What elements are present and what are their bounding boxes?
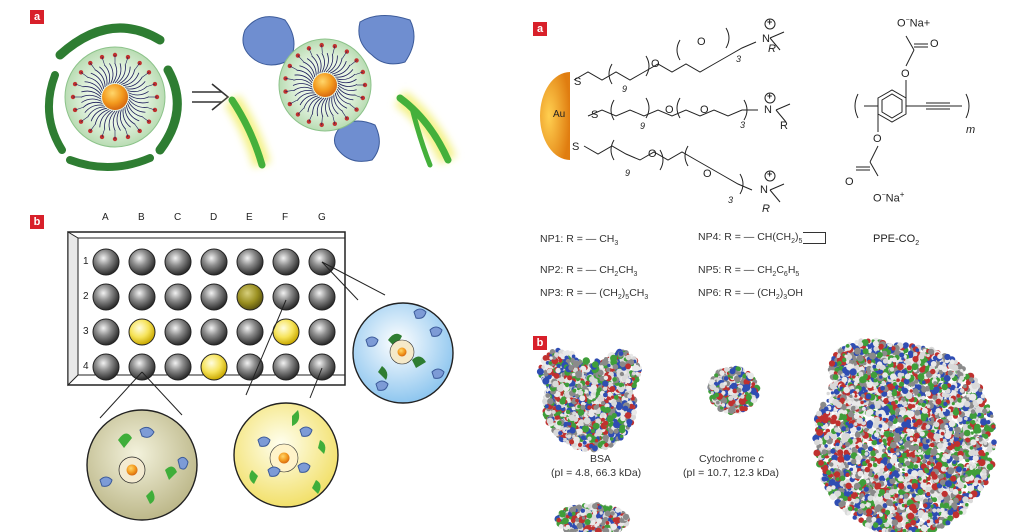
plate-row-3: 3 — [83, 326, 89, 337]
well-C4 — [164, 353, 192, 381]
subscript-9-2: 9 — [640, 121, 646, 131]
nanoparticle-protein-complex — [224, 15, 457, 169]
oxygen-label-3: O — [648, 148, 657, 160]
repeat-unit-m: m — [966, 124, 976, 136]
polymer-bottom-carbonyl-o: O — [845, 176, 854, 188]
plus-sign-2: + — [767, 91, 773, 101]
well-B4 — [128, 353, 156, 381]
r-label-3: R — [762, 203, 770, 215]
plate-row-4: 4 — [83, 361, 89, 372]
oxygen-label-6: O — [703, 168, 712, 180]
large-protein-structure — [812, 337, 997, 532]
plate-column-C: C — [174, 212, 182, 223]
well-G4 — [308, 353, 336, 381]
well-D4 — [200, 353, 228, 381]
nitrogen-label-2: N — [764, 104, 772, 116]
panel-label-right-b: b — [533, 336, 547, 350]
polymer-top-carbonyl-o: O — [930, 38, 939, 50]
reaction-arrow — [192, 83, 230, 111]
protein-structure-bottom — [554, 502, 631, 532]
well-F2 — [272, 283, 300, 311]
nitrogen-label-1: N — [762, 33, 770, 45]
np3-definition: NP3: R = — (CH2)5CH3 — [540, 287, 649, 302]
cytochrome-c-structure — [707, 365, 761, 415]
well-D1 — [200, 248, 228, 276]
plate-column-E: E — [246, 212, 253, 223]
cytochrome-name: Cytochrome c — [699, 453, 764, 465]
plate-row-1: 1 — [83, 256, 89, 267]
nanoparticle-polymer-complex — [44, 23, 182, 171]
sulfur-label-2: S — [591, 109, 599, 121]
well-C2 — [164, 283, 192, 311]
plus-sign-3: + — [767, 169, 773, 179]
polymer-ring-o-bottom: O — [873, 133, 882, 145]
zoom-bubble-yellow — [233, 402, 339, 508]
well-E1 — [236, 248, 264, 276]
well-E3 — [236, 318, 264, 346]
well-plate — [67, 231, 346, 387]
panel-label-left-b: b — [30, 215, 44, 229]
plate-column-G: G — [318, 212, 326, 223]
np6-definition: NP6: R = — (CH2)3OH — [698, 287, 803, 302]
well-A2 — [92, 283, 120, 311]
well-E2 — [236, 283, 264, 311]
au-label: Au — [553, 109, 566, 120]
oxygen-label-2: O — [665, 104, 674, 116]
plate-column-B: B — [138, 212, 145, 223]
np4-definition: NP4: R = — CH(CH2)5 — [698, 231, 827, 245]
well-E4 — [236, 353, 264, 381]
r-label-2: R — [780, 120, 788, 132]
well-F1 — [272, 248, 300, 276]
ligand-chains — [573, 18, 970, 203]
sulfur-label-1: S — [574, 76, 582, 88]
polymer-ring-o-top: O — [901, 68, 910, 80]
well-D3 — [200, 318, 228, 346]
panel-label-right-a: a — [533, 22, 547, 36]
subscript-9-1: 9 — [622, 84, 628, 94]
cytochrome-info: (pI = 10.7, 12.3 kDa) — [683, 467, 780, 479]
well-C3 — [164, 318, 192, 346]
subscript-9-3: 9 — [625, 168, 631, 178]
well-C1 — [164, 248, 192, 276]
subscript-3-1: 3 — [736, 54, 742, 64]
well-G2 — [308, 283, 336, 311]
r-label-1: R — [768, 43, 776, 55]
well-A4 — [92, 353, 120, 381]
zoom-bubble-blue — [352, 302, 454, 404]
polymer-bottom-o: O−Na+ — [873, 190, 905, 205]
gold-core — [540, 72, 570, 160]
subscript-3-2: 3 — [740, 120, 746, 130]
zoom-lines — [99, 261, 386, 419]
nitrogen-label-3: N — [760, 184, 768, 196]
subscript-3-3: 3 — [728, 195, 734, 205]
np5-definition: NP5: R = — CH2C6H5 — [698, 264, 800, 279]
well-B1 — [128, 248, 156, 276]
np1-definition: NP1: R = — CH3 — [540, 233, 619, 248]
plus-sign-1: + — [767, 17, 773, 27]
well-A1 — [92, 248, 120, 276]
bsa-structure — [536, 347, 642, 453]
np2-definition: NP2: R = — CH2CH3 — [540, 264, 638, 279]
sulfur-label-3: S — [572, 141, 580, 153]
polymer-name: PPE-CO2 — [873, 233, 920, 248]
well-G3 — [308, 318, 336, 346]
oxygen-label-4: O — [697, 36, 706, 48]
panel-label-left-a: a — [30, 10, 44, 24]
well-F4 — [272, 353, 300, 381]
zoom-bubble-olive — [86, 409, 198, 521]
oxygen-label-1: O — [651, 58, 660, 70]
oxygen-label-5: O — [700, 104, 709, 116]
well-B2 — [128, 283, 156, 311]
polymer-top-o: O−Na+ — [897, 17, 931, 30]
bsa-info: (pI = 4.8, 66.3 kDa) — [551, 467, 642, 479]
plate-row-2: 2 — [83, 291, 89, 302]
well-B3 — [128, 318, 156, 346]
plate-column-D: D — [210, 212, 218, 223]
plate-column-F: F — [282, 212, 289, 223]
well-A3 — [92, 318, 120, 346]
plate-column-A: A — [102, 212, 109, 223]
bsa-name: BSA — [590, 453, 612, 465]
well-D2 — [200, 283, 228, 311]
